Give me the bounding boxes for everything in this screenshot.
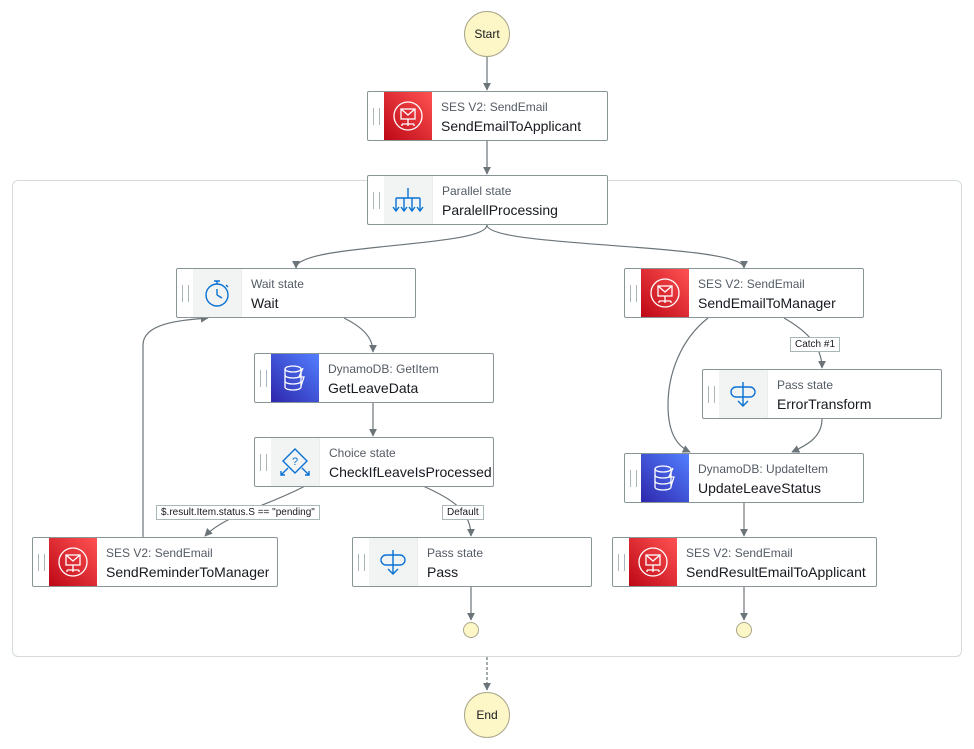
start-label: Start <box>474 27 500 41</box>
drag-handle[interactable] <box>368 92 384 140</box>
state-type: Parallel state <box>442 184 512 198</box>
drag-handle[interactable] <box>368 176 384 224</box>
ses-icon <box>629 538 677 586</box>
state-get-leave-data[interactable]: DynamoDB: GetItem GetLeaveData <box>254 353 494 403</box>
end-node[interactable]: End <box>464 692 510 738</box>
state-name: UpdateLeaveStatus <box>698 480 821 496</box>
drag-handle[interactable] <box>255 438 271 486</box>
state-name: ParalellProcessing <box>442 202 558 218</box>
state-type: Wait state <box>251 277 304 291</box>
drag-handle[interactable] <box>703 370 719 418</box>
parallel-icon <box>384 176 433 224</box>
state-name: Pass <box>427 564 459 580</box>
state-type: Pass state <box>777 378 834 392</box>
end-label: End <box>476 708 498 722</box>
state-type: SES V2: SendEmail <box>106 546 213 560</box>
dynamodb-icon <box>641 454 689 502</box>
branch-end-dot <box>463 622 479 638</box>
branch-end-dot <box>736 622 752 638</box>
state-name: GetLeaveData <box>328 380 419 396</box>
ses-icon <box>384 92 432 140</box>
state-send-email-to-applicant[interactable]: SES V2: SendEmail SendEmailToApplicant <box>367 91 608 141</box>
drag-handle[interactable] <box>625 269 641 317</box>
choice-default-label[interactable]: Default <box>442 505 484 520</box>
svg-text:?: ? <box>292 456 298 468</box>
state-name: ErrorTransform <box>777 396 872 412</box>
edge-sendremindertomanager-to-wait <box>142 314 209 537</box>
drag-handle[interactable] <box>353 538 369 586</box>
drag-handle[interactable] <box>613 538 629 586</box>
state-send-email-to-manager[interactable]: SES V2: SendEmail SendEmailToManager <box>624 268 864 318</box>
state-update-leave-status[interactable]: DynamoDB: UpdateItem UpdateLeaveStatus <box>624 453 864 503</box>
state-check-if-leave-is-processed[interactable]: ? Choice state CheckIfLeaveIsProcessed <box>254 437 494 487</box>
state-parallel-processing[interactable]: Parallel state ParalellProcessing <box>367 175 608 225</box>
state-name: Wait <box>251 295 279 311</box>
state-wait[interactable]: Wait state Wait <box>176 268 416 318</box>
state-name: SendReminderToManager <box>106 564 270 580</box>
edge-parallel-to-wait <box>292 224 488 269</box>
state-type: SES V2: SendEmail <box>441 100 548 114</box>
edge-errortransform-to-updateleavestatus <box>791 418 823 453</box>
state-name: SendEmailToManager <box>698 295 836 311</box>
stopwatch-icon <box>193 269 242 317</box>
state-type: DynamoDB: UpdateItem <box>698 462 829 476</box>
state-send-reminder-to-manager[interactable]: SES V2: SendEmail SendReminderToManager <box>32 537 278 587</box>
drag-handle[interactable] <box>255 354 271 402</box>
state-type: SES V2: SendEmail <box>698 277 805 291</box>
state-name: SendResultEmailToApplicant <box>686 564 866 580</box>
state-pass[interactable]: Pass state Pass <box>352 537 592 587</box>
edge-sendemailtomanager-to-updateleavestatus <box>667 317 709 453</box>
state-type: Pass state <box>427 546 484 560</box>
choice-icon: ? <box>271 438 320 486</box>
state-name: CheckIfLeaveIsProcessed <box>329 464 492 480</box>
edge-parallel-to-sendemailtomanager <box>486 224 748 269</box>
state-error-transform[interactable]: Pass state ErrorTransform <box>702 369 942 419</box>
state-type: Choice state <box>329 446 396 460</box>
drag-handle[interactable] <box>33 538 49 586</box>
dynamodb-icon <box>271 354 319 402</box>
edge-wait-to-getleavedata <box>343 317 377 353</box>
state-name: SendEmailToApplicant <box>441 118 582 134</box>
drag-handle[interactable] <box>625 454 641 502</box>
choice-rule-pending-label[interactable]: $.result.Item.status.S == "pending" <box>156 505 320 520</box>
ses-icon <box>49 538 97 586</box>
start-node[interactable]: Start <box>464 11 510 57</box>
pass-icon <box>369 538 418 586</box>
state-type: DynamoDB: GetItem <box>328 362 439 376</box>
pass-icon <box>719 370 768 418</box>
state-type: SES V2: SendEmail <box>686 546 793 560</box>
state-send-result-email-to-applicant[interactable]: SES V2: SendEmail SendResultEmailToAppli… <box>612 537 877 587</box>
catch-label[interactable]: Catch #1 <box>790 337 841 352</box>
ses-icon <box>641 269 689 317</box>
drag-handle[interactable] <box>177 269 193 317</box>
